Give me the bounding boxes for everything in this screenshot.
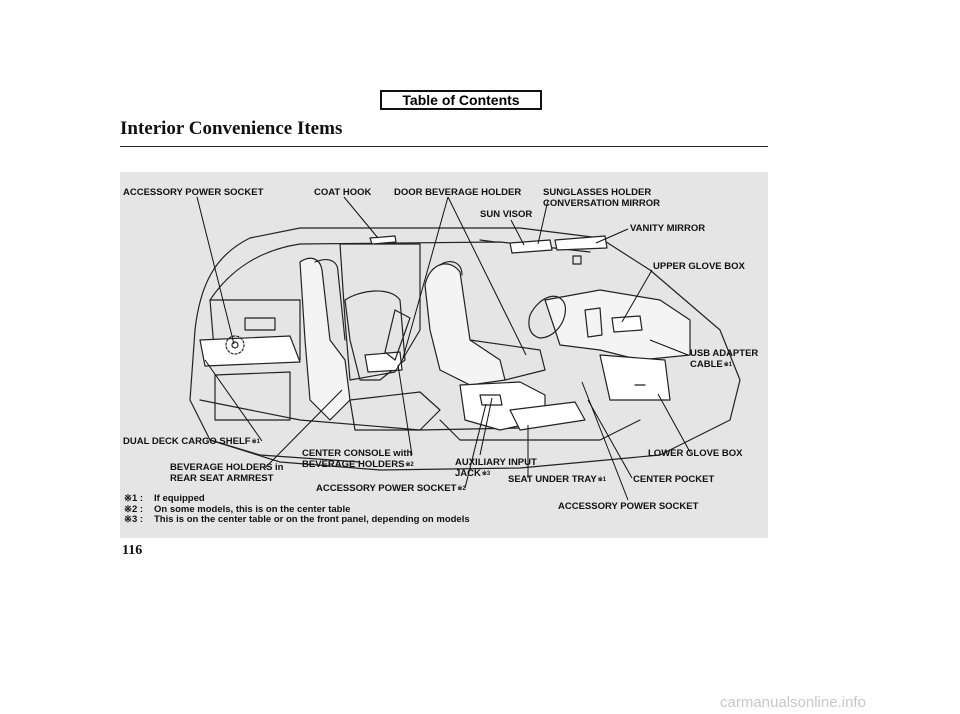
label-dual-deck-text: DUAL DECK CARGO SHELF: [123, 436, 251, 447]
legend-text: On some models, this is on the center ta…: [154, 503, 351, 515]
steering-wheel: [528, 295, 567, 339]
label-beverage-rear-line2: REAR SEAT ARMREST: [170, 472, 274, 484]
footnote-legend: ※1 : If equipped ※2 : On some models, this…: [124, 493, 470, 526]
label-accessory-power-socket-bottom: ACCESSORY POWER SOCKET: [558, 501, 699, 512]
label-center-console: CENTER CONSOLE with BEVERAGE HOLDERS※2: [302, 448, 414, 470]
footnote-mark: ※3: [481, 470, 491, 477]
label-lower-glove-box: LOWER GLOVE BOX: [648, 448, 743, 459]
label-aux-line2: JACK: [455, 467, 481, 479]
label-sunglasses-holder: SUNGLASSES HOLDER: [543, 187, 652, 198]
watermark: carmanualsonline.info: [720, 694, 866, 711]
label-vanity-mirror: VANITY MIRROR: [630, 223, 706, 234]
footnote-mark: ※2: [457, 486, 466, 492]
legend-text: If equipped: [154, 493, 205, 504]
sun-visor: [509, 239, 553, 254]
label-center-console-line2: BEVERAGE HOLDERS: [302, 458, 405, 470]
label-door-beverage-holder: DOOR BEVERAGE HOLDER: [394, 187, 522, 198]
legend-mark: ※2 :: [124, 503, 144, 515]
label-coat-hook: COAT HOOK: [314, 187, 372, 198]
seat-under-tray: [509, 401, 586, 431]
legend-mark: ※3 :: [124, 514, 144, 525]
label-sunglasses-holder-conversation-mirror: SUNGLASSES HOLDER CONVERSATION MIRROR: [543, 187, 660, 209]
legend-row: ※1 : If equipped: [124, 493, 470, 505]
rear-armrest: [364, 351, 403, 373]
footnote-mark: ※1: [723, 361, 733, 368]
label-usb-adapter-line1: USB ADAPTER: [690, 348, 759, 359]
page-number: 116: [122, 543, 143, 558]
footnote-mark: ※1: [597, 477, 607, 483]
label-accessory-power-socket-mid-text: ACCESSORY POWER SOCKET: [316, 483, 457, 494]
label-accessory-power-socket-top: ACCESSORY POWER SOCKET: [123, 187, 264, 198]
label-sun-visor: SUN VISOR: [480, 209, 533, 220]
rear-socket-mark: [225, 335, 245, 355]
vanity-mirror-visor: [554, 235, 608, 251]
label-upper-glove-box: UPPER GLOVE BOX: [653, 261, 745, 272]
label-beverage-rear-line1: BEVERAGE HOLDERS in: [170, 462, 284, 473]
label-center-pocket: CENTER POCKET: [633, 474, 715, 485]
label-usb-adapter-line2: CABLE: [690, 358, 723, 370]
label-seat-under-tray: SEAT UNDER TRAY※1: [508, 474, 607, 486]
table-of-contents-button[interactable]: Table of Contents: [380, 90, 542, 110]
front-seat: [424, 263, 506, 386]
label-beverage-holders-rear-armrest: BEVERAGE HOLDERS in REAR SEAT ARMREST: [170, 462, 284, 484]
label-auxiliary-input-jack: AUXILIARY INPUT JACK※3: [455, 457, 537, 479]
legend-mark: ※1 :: [124, 493, 144, 504]
car-body-outline: [189, 227, 741, 471]
upper-glove-box: [611, 315, 643, 333]
label-center-console-line1: CENTER CONSOLE with: [302, 448, 413, 459]
legend-row: ※2 : On some models, this is on the cente…: [124, 503, 470, 516]
label-aux-line1: AUXILIARY INPUT: [455, 457, 537, 468]
legend-text: This is on the center table or on the fr…: [154, 514, 470, 525]
lower-glove-box: [599, 354, 671, 401]
label-accessory-power-socket-mid: ACCESSORY POWER SOCKET※2: [316, 483, 466, 495]
coat-hook-mark: [369, 235, 397, 245]
footnote-mark: ※1: [251, 439, 260, 445]
footnote-mark: ※2: [405, 461, 414, 468]
label-seat-under-tray-text: SEAT UNDER TRAY: [508, 474, 597, 485]
title-divider: [120, 146, 768, 147]
page-title: Interior Convenience Items: [120, 118, 343, 139]
rear-seat: [299, 257, 351, 421]
rear-door: [339, 243, 421, 381]
legend-row: ※3 : This is on the center table or on th…: [124, 514, 470, 526]
label-dual-deck-cargo-shelf: DUAL DECK CARGO SHELF※1: [123, 436, 260, 448]
label-conversation-mirror: CONVERSATION MIRROR: [543, 197, 660, 209]
cargo-shelf: [199, 335, 301, 367]
label-usb-adapter-cable: USB ADAPTER CABLE※1: [690, 348, 759, 370]
